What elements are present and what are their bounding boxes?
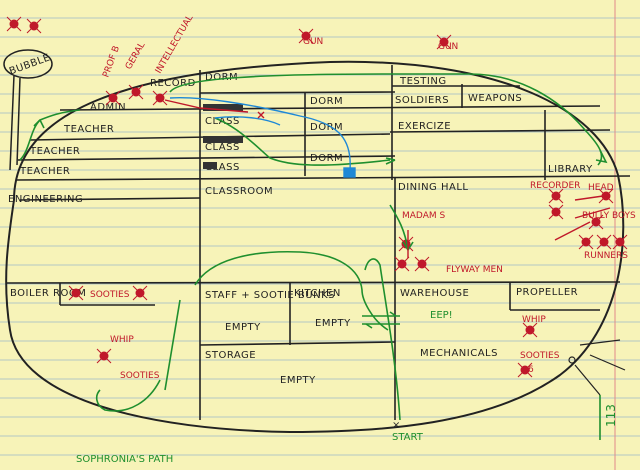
note-head: HEAD xyxy=(588,183,614,193)
scribble-class-3 xyxy=(203,162,217,169)
room-teacher-3: TEACHER xyxy=(19,166,70,177)
cross-mark xyxy=(398,236,414,252)
cross-mark xyxy=(132,285,148,301)
room-admin: ADMIN xyxy=(90,102,126,113)
cross-mark xyxy=(522,322,538,338)
cross-mark xyxy=(578,234,594,250)
cross-mark xyxy=(128,84,144,100)
room-empty-1: EMPTY xyxy=(225,322,261,333)
note-start: START xyxy=(392,432,424,443)
room-library: LIBRARY xyxy=(548,164,593,175)
room-boiler-room: BOILER ROOM xyxy=(10,288,86,299)
room-record: RECORD xyxy=(150,78,196,89)
room-teacher-2: TEACHER xyxy=(29,146,80,157)
room-mechanicals: MECHANICALS xyxy=(420,348,498,359)
note-whip-2: WHIP xyxy=(522,315,546,325)
note-six: 6 xyxy=(528,365,534,375)
cross-mark xyxy=(588,214,604,230)
room-empty-3: EMPTY xyxy=(280,375,316,386)
note-eep: EEP! xyxy=(430,310,453,321)
room-class-2: CLASS xyxy=(205,142,240,153)
cross-mark xyxy=(394,256,410,272)
room-classroom: CLASSROOM xyxy=(205,186,273,197)
cross-mark xyxy=(105,90,121,106)
note-madam-s: MADAM S xyxy=(402,211,445,221)
cross-mark xyxy=(548,188,564,204)
note-gun-2: GUN xyxy=(438,42,458,52)
scribble-class-2 xyxy=(203,136,243,143)
cross-mark xyxy=(548,204,564,220)
cross-mark xyxy=(96,348,112,364)
propeller-scratches xyxy=(568,339,626,396)
note-sophronias-path: SOPHRONIA'S PATH xyxy=(76,454,173,465)
blue-paths xyxy=(169,97,356,178)
room-teacher-1: TEACHER xyxy=(63,124,114,135)
note-gun-1: GUN xyxy=(303,37,323,47)
room-testing: TESTING xyxy=(399,76,447,87)
room-class-3: CLASS xyxy=(205,162,240,173)
room-dining-hall: DINING HALL xyxy=(398,182,469,193)
bubble-pole-1 xyxy=(9,74,15,171)
green-paths xyxy=(19,73,608,440)
cross-mark xyxy=(596,234,612,250)
cross-mark xyxy=(517,362,533,378)
cross-mark xyxy=(436,34,452,50)
ship-outline xyxy=(5,60,625,434)
note-sooties-2: SOOTIES xyxy=(120,371,160,381)
room-storage: STORAGE xyxy=(205,350,256,361)
rule-lines xyxy=(0,17,640,456)
room-kitchen: KITCHEN xyxy=(294,288,341,299)
note-prof-b: PROF B xyxy=(101,45,122,79)
room-dorm-4: DORM xyxy=(310,153,343,164)
room-engineering: ENGINEERING xyxy=(8,194,83,205)
room-soldiers: SOLDIERS xyxy=(395,95,449,106)
note-intellectual: INTELLECTUAL xyxy=(154,13,196,75)
room-empty-2: EMPTY xyxy=(315,318,351,329)
note-whip-1: WHIP xyxy=(110,335,134,345)
cross-mark xyxy=(152,90,168,106)
room-staff-bunks: STAFF + SOOTIE BUNKS xyxy=(205,290,335,301)
room-exercize: EXERCIZE xyxy=(398,121,451,132)
page-number: 113 xyxy=(604,404,618,427)
cross-mark xyxy=(414,256,430,272)
start-x-mark: × xyxy=(392,420,401,431)
bubble-pole-2 xyxy=(16,77,21,166)
cross-mark xyxy=(6,16,22,32)
bubble-outline xyxy=(3,49,53,79)
room-dorm-2: DORM xyxy=(310,96,343,107)
note-bully-boys: BULLY BOYS xyxy=(582,211,636,221)
scribble-class-1 xyxy=(203,104,243,111)
room-dorm-1: DORM xyxy=(205,72,238,83)
people-markers xyxy=(6,16,628,378)
note-runners: RUNNERS xyxy=(584,251,628,261)
cross-mark xyxy=(298,28,314,44)
red-arrows xyxy=(164,99,611,258)
note-recorder: RECORDER xyxy=(530,181,580,191)
note-flyway-men: FLYWAY MEN xyxy=(446,265,503,275)
cross-mark xyxy=(26,18,42,34)
room-weapons: WEAPONS xyxy=(468,93,522,104)
cross-mark xyxy=(612,234,628,250)
note-sooties-1: SOOTIES xyxy=(90,290,130,300)
room-dorm-3: DORM xyxy=(310,122,343,133)
room-propeller: PROPELLER xyxy=(516,287,578,298)
cross-mark xyxy=(68,285,84,301)
room-walls xyxy=(5,65,631,420)
room-warehouse: WAREHOUSE xyxy=(400,288,469,299)
note-sooties-3: SOOTIES xyxy=(520,351,560,361)
